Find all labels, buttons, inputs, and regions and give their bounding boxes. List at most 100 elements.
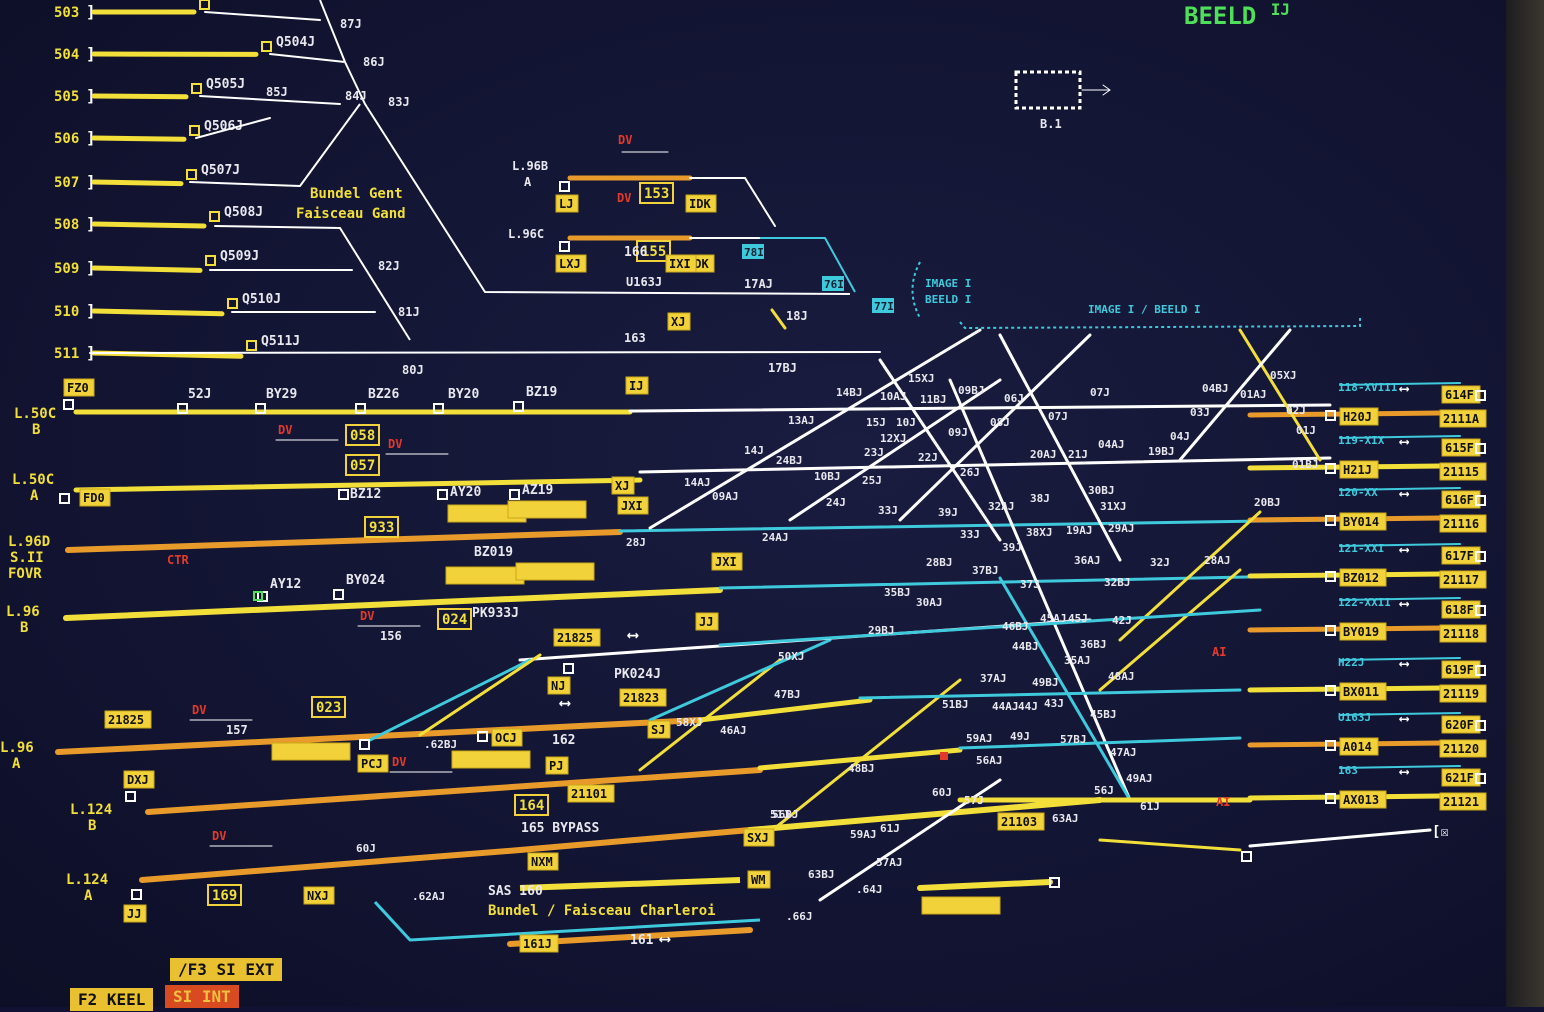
platform-number[interactable]: 21119: [1443, 687, 1479, 701]
signal-box-IJ[interactable]: IJ: [629, 379, 643, 393]
signal-icon[interactable]: [64, 400, 73, 409]
signal-icon[interactable]: [560, 182, 569, 191]
platform-number[interactable]: 21118: [1443, 627, 1479, 641]
signal-box-LXJ[interactable]: XJ: [615, 479, 629, 493]
signal-icon[interactable]: [190, 126, 199, 135]
signal-icon[interactable]: [360, 740, 369, 749]
route-21825[interactable]: 21825: [557, 631, 593, 645]
signal-box-PJ[interactable]: OCJ: [495, 731, 517, 745]
signal-icon[interactable]: [206, 256, 215, 265]
signal-icon[interactable]: [132, 890, 141, 899]
platform-signal[interactable]: 621F: [1445, 771, 1474, 785]
signal-box-JJ[interactable]: IXI: [669, 257, 691, 271]
signal-box-WM[interactable]: JJ: [127, 907, 141, 921]
route-21825-b[interactable]: 21825: [108, 713, 144, 727]
signal-Q505J[interactable]: Q505J: [206, 77, 245, 92]
route-023[interactable]: 023: [316, 700, 341, 716]
signal-icon[interactable]: [200, 0, 209, 9]
signal-box-NJ2[interactable]: JXI: [715, 555, 737, 569]
signal-icon[interactable]: [228, 299, 237, 308]
platform-signal[interactable]: 614F: [1445, 388, 1474, 402]
dv-indicator[interactable]: DV: [212, 829, 226, 843]
alarm-indicator[interactable]: AI: [1212, 645, 1226, 659]
signal-icon[interactable]: [438, 490, 447, 499]
signal-box-PCJ[interactable]: NJ: [551, 679, 565, 693]
signal-box-JJ2[interactable]: NXM: [531, 855, 553, 869]
signal-icon[interactable]: [339, 490, 348, 499]
status-si-ext[interactable]: /F3 SI EXT: [170, 958, 282, 981]
platform-signal[interactable]: 619F: [1445, 663, 1474, 677]
signal-box-IDK[interactable]: LJ: [559, 197, 573, 211]
signal-box-HDK[interactable]: LXJ: [559, 257, 581, 271]
signal-Q507J[interactable]: Q507J: [201, 163, 240, 178]
b1-indicator[interactable]: [1016, 72, 1080, 108]
block-78I[interactable]: 78I: [744, 246, 764, 259]
dv-indicator[interactable]: DV: [278, 423, 292, 437]
home-signal[interactable]: BY019: [1343, 625, 1379, 639]
route-058[interactable]: 058: [350, 428, 375, 444]
home-signal[interactable]: BZ012: [1343, 571, 1379, 585]
ctr-indicator[interactable]: CTR: [167, 553, 189, 567]
block-77I[interactable]: 77I: [874, 300, 894, 313]
platform-number[interactable]: 21116: [1443, 517, 1479, 531]
status-si-int[interactable]: SI INT: [165, 985, 239, 1008]
signal-Q504J[interactable]: Q504J: [276, 35, 315, 50]
route-933[interactable]: 933: [369, 520, 394, 536]
route-21823[interactable]: 21823: [623, 691, 659, 705]
platform-signal[interactable]: 618F: [1445, 603, 1474, 617]
signal-box-161J[interactable]: SXJ: [747, 831, 769, 845]
route-21101[interactable]: 21101: [571, 787, 607, 801]
signal-Q509J[interactable]: Q509J: [220, 249, 259, 264]
dv-indicator[interactable]: DV: [192, 703, 206, 717]
dv-indicator[interactable]: DV: [360, 609, 374, 623]
signal-box-FZ0[interactable]: FZ0: [67, 381, 89, 395]
route-169[interactable]: 169: [212, 888, 237, 904]
signal-box-SJ[interactable]: PJ: [549, 759, 563, 773]
signal-icon[interactable]: [262, 42, 271, 51]
home-signal[interactable]: H20J: [1343, 410, 1372, 424]
signal-box-NXJ[interactable]: SJ: [651, 723, 665, 737]
route-21103[interactable]: 21103: [1001, 815, 1037, 829]
signal-icon[interactable]: [126, 792, 135, 801]
home-signal[interactable]: H21J: [1343, 463, 1372, 477]
signal-box-NXM[interactable]: DXJ: [127, 773, 149, 787]
platform-number[interactable]: 21115: [1443, 465, 1479, 479]
dv-indicator[interactable]: DV: [618, 133, 632, 147]
platform-number[interactable]: 21121: [1443, 795, 1479, 809]
home-signal[interactable]: AX013: [1343, 793, 1379, 807]
alarm-indicator[interactable]: AI: [1216, 795, 1230, 809]
signal-box-SXJ[interactable]: NXJ: [307, 889, 329, 903]
signal-icon[interactable]: [560, 242, 569, 251]
signal-box-DXJ[interactable]: PCJ: [361, 757, 383, 771]
home-signal[interactable]: BX011: [1343, 685, 1379, 699]
route-153[interactable]: 153: [644, 186, 669, 202]
signal-box-FD0[interactable]: FD0: [83, 491, 105, 505]
home-signal[interactable]: BY014: [1343, 515, 1379, 529]
dv-indicator[interactable]: DV: [617, 191, 631, 205]
signal-Q510J[interactable]: Q510J: [242, 292, 281, 307]
route-024[interactable]: 024: [442, 612, 467, 628]
signal-box-XJ[interactable]: XJ: [671, 315, 685, 329]
signal-Q511J[interactable]: Q511J: [261, 334, 300, 349]
signal-box-U162J[interactable]: 161J: [523, 937, 552, 951]
signal-Q508J[interactable]: Q508J: [224, 205, 263, 220]
block-76I[interactable]: 76I: [824, 278, 844, 291]
signal-icon[interactable]: [510, 490, 519, 499]
home-signal[interactable]: A014: [1343, 740, 1372, 754]
signal-icon[interactable]: [187, 170, 196, 179]
platform-signal[interactable]: 616F: [1445, 493, 1474, 507]
platform-signal[interactable]: 620F: [1445, 718, 1474, 732]
signal-icon[interactable]: [564, 664, 573, 673]
signal-icon[interactable]: [192, 84, 201, 93]
signal-box-OCJ[interactable]: JJ: [699, 615, 713, 629]
signal-icon[interactable]: [210, 212, 219, 221]
platform-number[interactable]: 21120: [1443, 742, 1479, 756]
platform-number[interactable]: 21117: [1443, 573, 1479, 587]
route-057[interactable]: 057: [350, 458, 375, 474]
signal-box-162J[interactable]: WM: [751, 873, 765, 887]
signal-box-IXI[interactable]: IDK: [689, 197, 711, 211]
signal-icon[interactable]: [334, 590, 343, 599]
platform-signal[interactable]: 615F: [1445, 441, 1474, 455]
signal-box-NJ[interactable]: JXI: [621, 499, 643, 513]
signal-icon[interactable]: [1242, 852, 1251, 861]
